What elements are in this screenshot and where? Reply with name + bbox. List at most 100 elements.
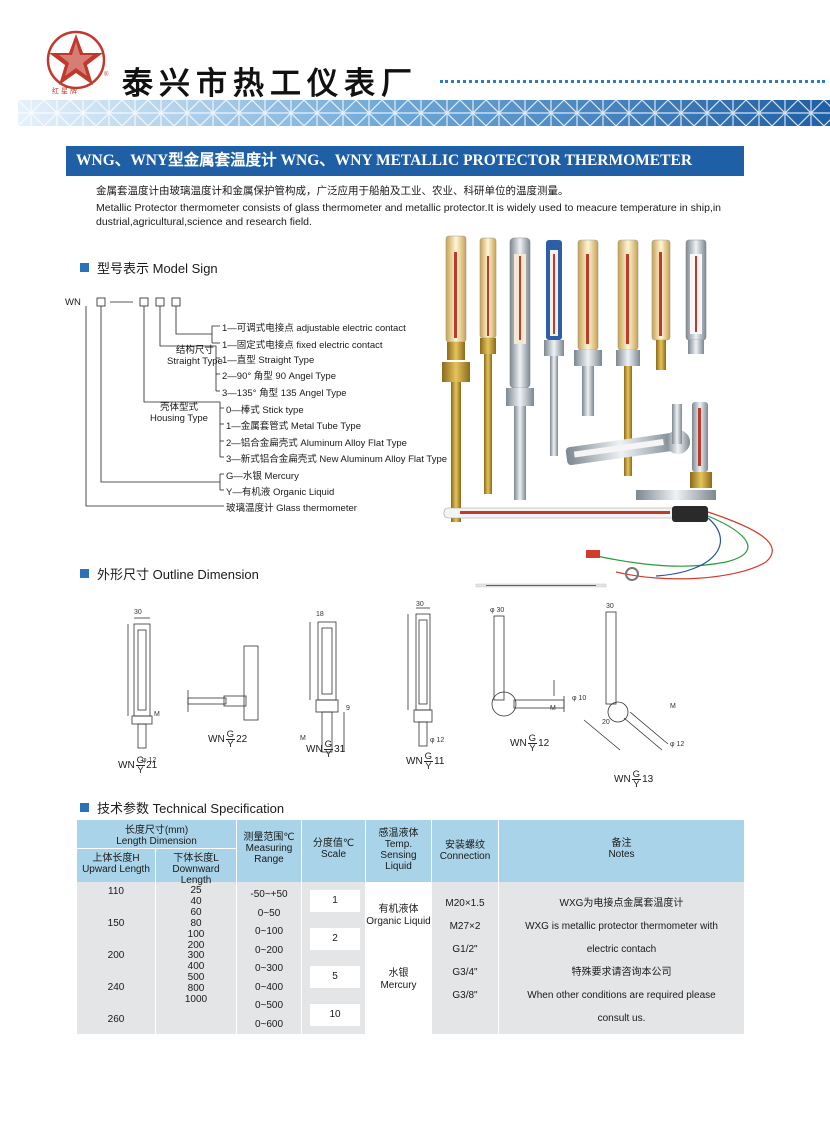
table-cell: 240: [107, 982, 125, 993]
model-line: 1—金属套管式 Metal Tube Type: [226, 421, 361, 432]
model-prefix: WN: [306, 744, 323, 755]
frac-num: G: [323, 739, 334, 750]
liquid-header-line: Sensing: [380, 850, 417, 861]
upper-header: 上体长度H Upward Length: [77, 853, 155, 875]
table-cell: 800: [187, 983, 205, 995]
note-line: consult us.: [597, 1013, 646, 1024]
section-marker-icon: [80, 803, 89, 812]
intro-en: Metallic Protector thermometer consists …: [96, 202, 722, 228]
table-cell: 500: [187, 972, 205, 984]
length-header-en: Length Dimension: [116, 836, 197, 847]
table-cell: 100: [187, 928, 205, 940]
table-cell: 110: [108, 886, 124, 897]
model-prefix: WN: [118, 760, 135, 771]
notes-col: WXG为电接点金属套温度计 WXG is metallic protector …: [499, 892, 744, 1030]
lower-header-zh: 下体长度L: [173, 853, 219, 864]
note-line: When other conditions are required pleas…: [527, 990, 716, 1001]
table-cell: M27×2: [449, 921, 481, 932]
range-header-line: Measuring: [245, 843, 293, 854]
dim-label: 30: [606, 603, 614, 610]
dotted-rule: [440, 80, 825, 83]
header-pattern-band: [18, 100, 830, 126]
table-cell: 200: [107, 950, 125, 961]
table-cell: 0~50: [257, 907, 281, 919]
outline-drawing-22: [187, 645, 259, 721]
liquid-header-line: 感温液体: [378, 828, 419, 839]
model-sign-diagram: WN 结构尺寸 Straight Type 壳体型式 Housing Type …: [60, 290, 460, 520]
model-prefix: WN: [614, 774, 631, 785]
model-sign-heading: 型号表示 Model Sign: [80, 258, 218, 277]
section-marker-icon: [80, 569, 89, 578]
model-prefix: WN: [208, 734, 225, 745]
scale-header: 分度值℃ Scale: [302, 838, 365, 860]
table-cell: 0~100: [254, 926, 284, 937]
thermometer-photo: [506, 237, 534, 500]
dim-label: M: [670, 703, 676, 710]
spec-table: 长度尺寸(mm) Length Dimension 上体长度H Upward L…: [77, 820, 744, 1034]
intro-text: 金属套温度计由玻璃温度计和金属保护管构成，广泛应用于船舶及工业、农业、科研单位的…: [96, 184, 776, 232]
upper-header-en: Upward Length: [82, 864, 150, 875]
liquid-organic: 有机液体 Organic Liquid: [366, 904, 431, 928]
thermometer-photo: [442, 235, 470, 522]
table-cell: 260: [107, 1014, 125, 1025]
notes-header-line: Notes: [608, 849, 635, 860]
table-cell: 10: [310, 1004, 360, 1026]
svg-text:®: ®: [104, 71, 109, 78]
length-header: 长度尺寸(mm) Length Dimension: [77, 825, 236, 847]
structure-label-zh: 结构尺寸: [175, 345, 214, 356]
col-divider: [236, 820, 237, 1034]
model-prefix: WN: [510, 738, 527, 749]
model-line: 3—新式铝合金扁壳式 New Aluminum Alloy Flat Type: [226, 454, 448, 465]
note-line: electric contach: [586, 944, 657, 955]
col-divider: [431, 820, 432, 1034]
length-header-zh: 长度尺寸(mm): [124, 825, 189, 836]
dim-label: 30: [134, 609, 142, 616]
frac-den: Y: [137, 765, 144, 776]
table-cell: G1/2": [452, 944, 478, 955]
liquid-header: 感温液体 Temp. Sensing Liquid: [366, 828, 431, 872]
dim-label: 18: [316, 611, 324, 618]
scale-header-line: 分度值℃: [312, 838, 355, 849]
col-divider: [498, 820, 499, 1034]
dim-label: M: [154, 711, 160, 718]
connection-header: 安装螺纹 Connection: [432, 840, 498, 862]
liquid-organic-zh: 有机液体: [378, 904, 419, 915]
section-marker-icon: [80, 263, 89, 272]
model-suffix: 22: [236, 734, 248, 745]
dim-label: 30: [416, 601, 424, 608]
angled-thermometer-photo: [565, 404, 690, 466]
logo-caption: 红星牌: [52, 88, 79, 95]
dim-label: φ 12: [670, 741, 684, 748]
outline-heading: 外形尺寸 Outline Dimension: [80, 564, 259, 583]
connection-header-line: Connection: [439, 851, 491, 862]
model-suffix: 11: [434, 756, 445, 767]
liquid-organic-en: Organic Liquid: [366, 916, 431, 927]
frac-num: G: [423, 751, 434, 762]
thermometer-photo: [479, 237, 497, 494]
table-cell: 1: [310, 890, 360, 912]
liquid-header-line: Temp.: [384, 839, 413, 850]
lower-length-col: 25 40 60 80 100 200 300 400 500 800 1000: [156, 885, 236, 1006]
model-prefix: WN: [406, 756, 423, 767]
outline-drawing-12: [491, 615, 565, 717]
structure-label-en: Straight Type: [167, 356, 223, 367]
model-line: 0—棒式 Stick type: [226, 405, 304, 416]
model-line: 2—铝合金扁壳式 Aluminum Alloy Flat Type: [226, 438, 407, 449]
dim-label: φ 12: [430, 737, 444, 744]
angled-thermometer-photo: [636, 402, 716, 500]
red-star-logo: ®: [46, 30, 109, 90]
liquid-header-line: Liquid: [385, 861, 412, 872]
note-line: 特殊要求请咨询本公司: [571, 967, 672, 978]
dim-label: 20: [602, 719, 610, 726]
table-cell: 0~400: [254, 981, 284, 993]
spec-header-row: [77, 820, 744, 882]
model-suffix: 13: [642, 774, 654, 785]
table-cell: 0~600: [254, 1018, 284, 1030]
outline-drawing-31: [309, 621, 345, 753]
